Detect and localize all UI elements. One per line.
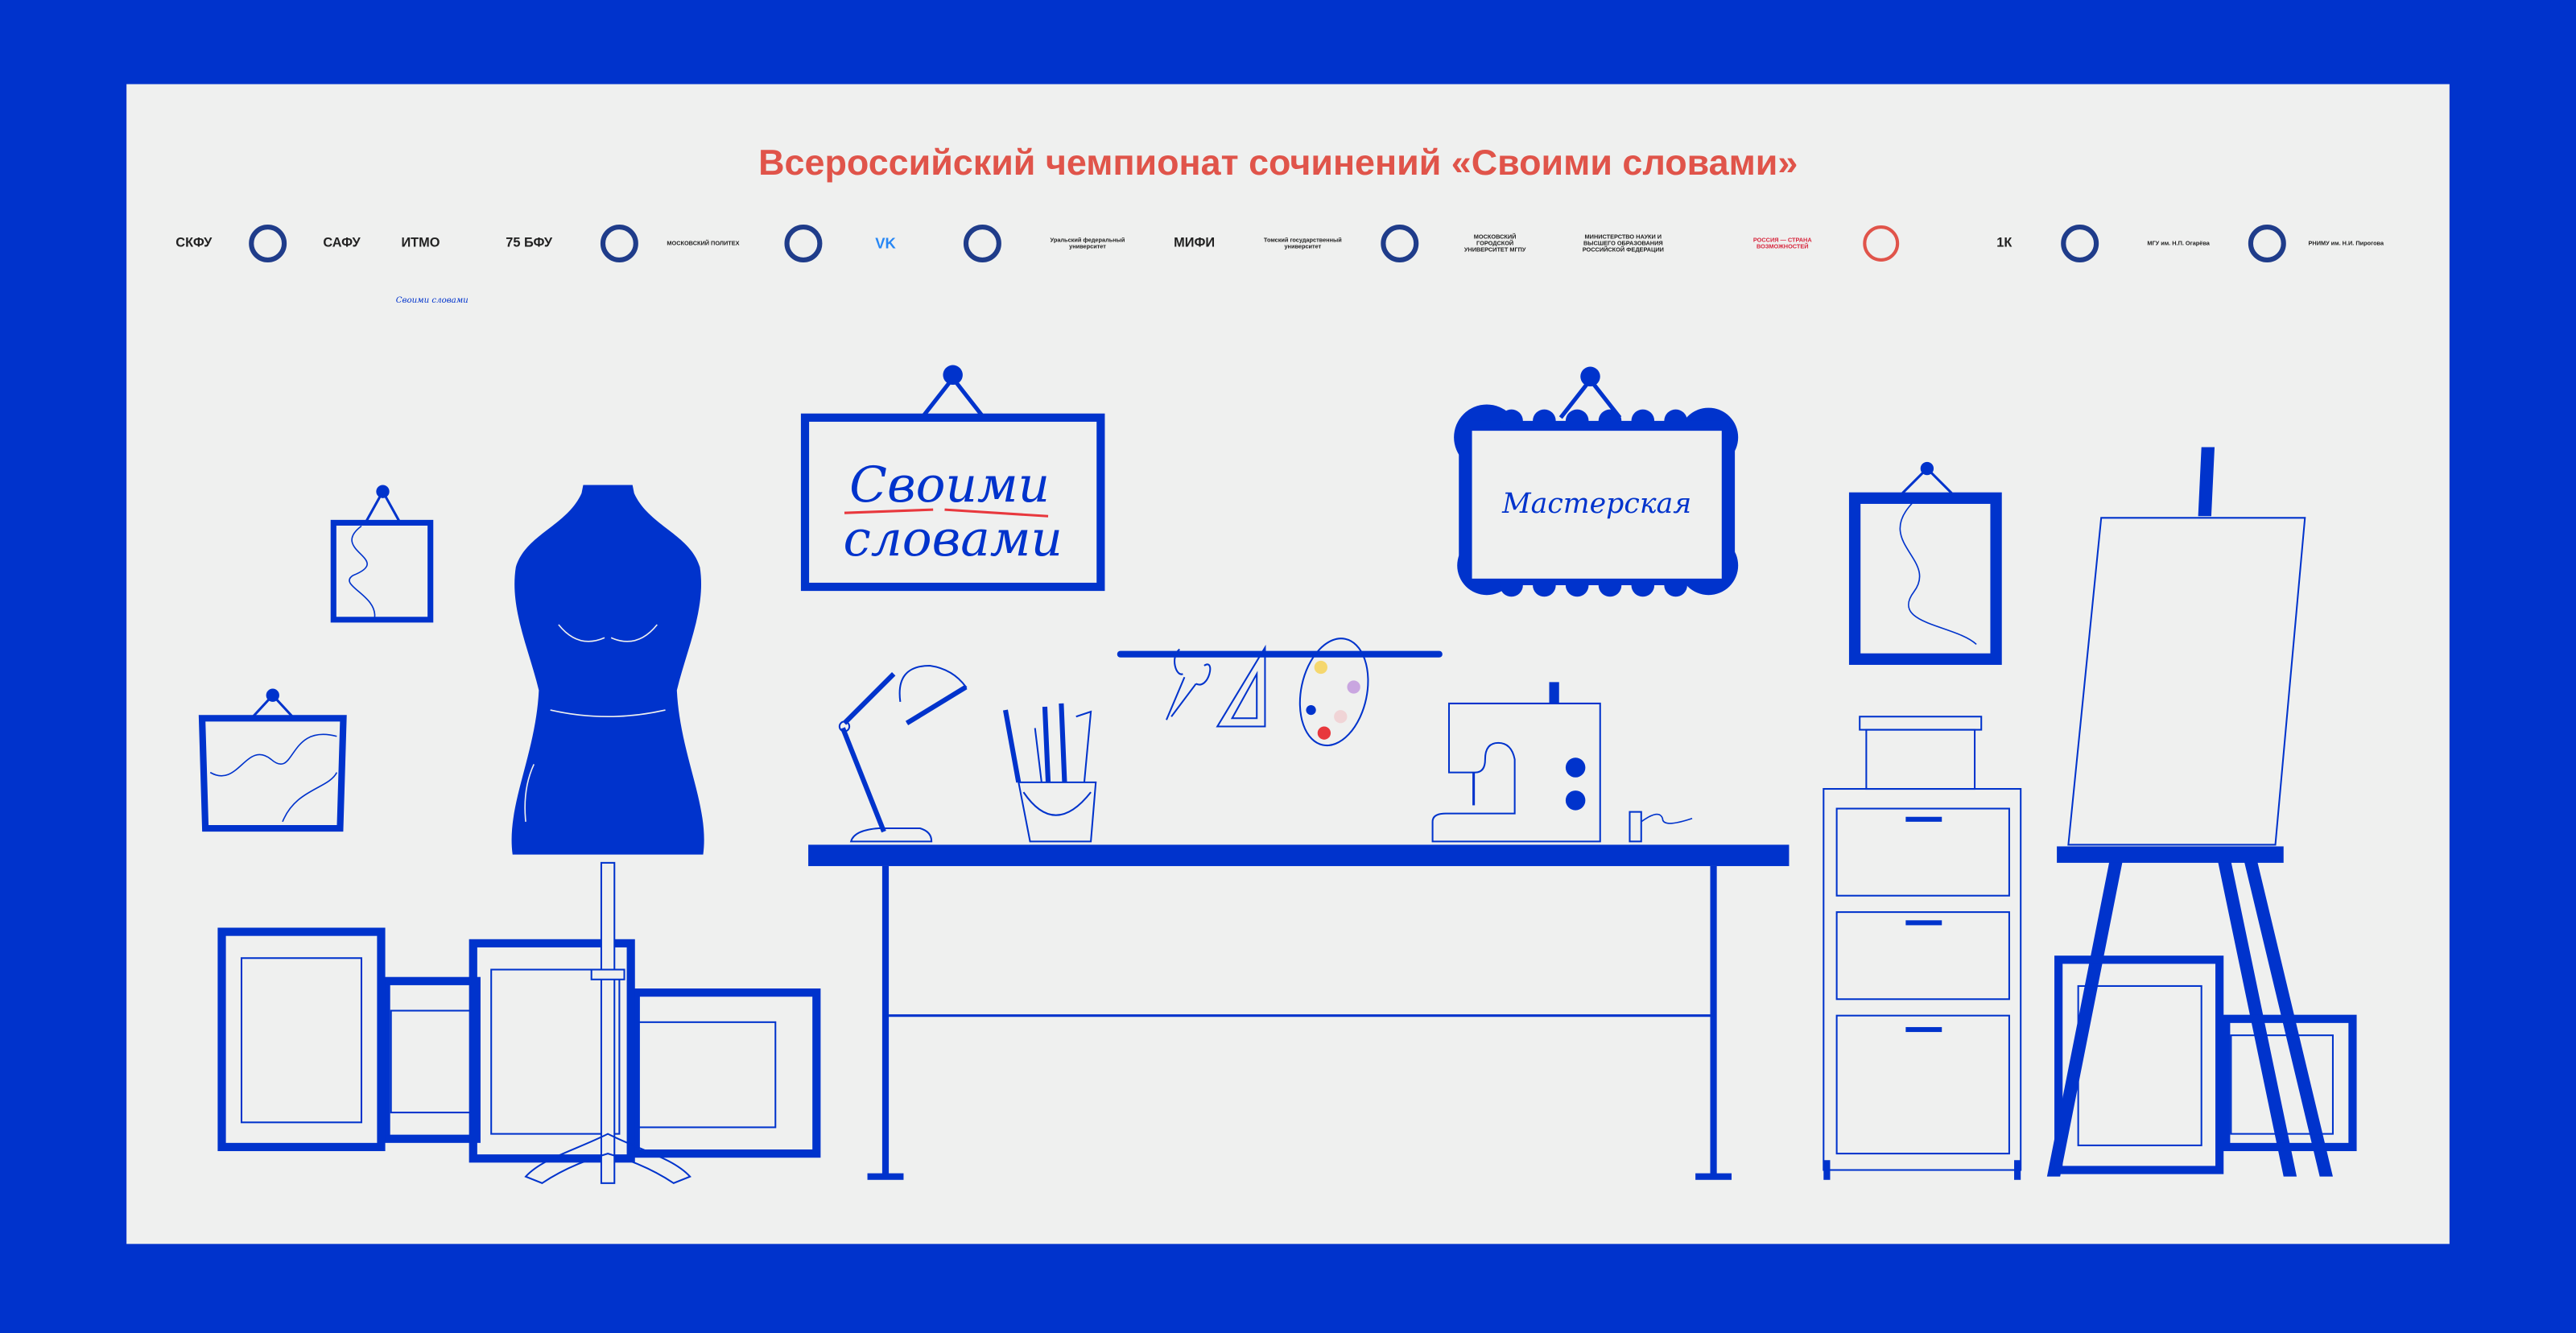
filing-cabinet (1823, 716, 2022, 1180)
circle-emblem-icon (600, 225, 638, 262)
partner-logo: 75 БФУ (506, 236, 552, 251)
partner-logo-text: СКФУ (175, 236, 213, 251)
partner-logo (963, 225, 1001, 262)
partner-logo-text: Уральский федеральный университет (1050, 237, 1125, 250)
partner-logo: РНИМУ им. Н.И. Пирогова (2308, 240, 2384, 247)
partner-logo: РОССИЯ — СТРАНА ВОЗМОЖНОСТЕЙ (1752, 237, 1812, 250)
partner-logo: МГУ им. Н.П. Огарёва (2147, 240, 2210, 247)
partner-logo (600, 225, 638, 262)
partner-logo: МОСКОВСКИЙ ПОЛИТЕХ (667, 240, 740, 247)
sign-text-line2: словами (843, 510, 1062, 567)
partner-logo-text: 75 БФУ (506, 236, 552, 251)
stacked-frames-right (2054, 955, 2357, 1174)
small-logo-svoimi-slovami: Своими словами (396, 296, 469, 305)
red-dots-emblem-icon (1863, 225, 1900, 262)
easel (2046, 447, 2333, 1177)
partner-logo-text: МИФИ (1174, 236, 1216, 251)
tool-rod (1117, 638, 1443, 747)
partner-logo-text: 1К (1996, 236, 2013, 251)
work-table (808, 844, 1790, 1180)
page-title: Всероссийский чемпионат сочинений «Своим… (758, 142, 1798, 183)
frame-right (1848, 461, 2002, 665)
small-frame-1 (330, 485, 434, 623)
partner-logo: Уральский федеральный университет (1050, 237, 1125, 250)
building-emblem-icon (963, 225, 1001, 262)
partner-logo-text: VK (875, 234, 896, 252)
partner-logo (1381, 225, 1419, 262)
partner-logo-text: МГУ им. Н.П. Огарёва (2147, 240, 2210, 247)
hse-emblem-icon (1381, 225, 1419, 262)
partner-logo-text: МОСКОВСКИЙ ГОРОДСКОЙ УНИВЕРСИТЕТ МГПУ (1463, 233, 1526, 254)
partner-logo-text: САФУ (323, 236, 361, 251)
triangle-emblem-icon (2061, 225, 2099, 262)
partner-logo: САФУ (323, 236, 361, 251)
partner-logo (784, 225, 823, 262)
partner-logo (2061, 225, 2099, 262)
partner-logo-text: РНИМУ им. Н.И. Пирогова (2308, 240, 2384, 247)
partner-logo-text: МИНИСТЕРСТВО НАУКИ И ВЫСШЕГО ОБРАЗОВАНИЯ… (1582, 233, 1664, 254)
partner-logo-text: РОССИЯ — СТРАНА ВОЗМОЖНОСТЕЙ (1752, 237, 1812, 250)
desk-lamp (838, 664, 968, 843)
partner-logo (2248, 225, 2286, 262)
partner-logo: МИНИСТЕРСТВО НАУКИ И ВЫСШЕГО ОБРАЗОВАНИЯ… (1582, 233, 1664, 254)
small-frame-2 (198, 688, 347, 832)
mannequin (511, 485, 704, 1184)
partner-logo (1863, 225, 1900, 262)
partner-logo: VK (875, 234, 896, 252)
partner-logo (249, 225, 287, 262)
partner-logo: СКФУ (175, 236, 213, 251)
sewing-machine (1431, 682, 1693, 843)
2022-emblem-icon (784, 225, 823, 262)
round-emblem-icon (2248, 225, 2286, 262)
globe-emblem-icon (249, 225, 287, 262)
stacked-frames-left (217, 927, 821, 1163)
partner-logo-text: Томский государственный университет (1263, 237, 1342, 250)
partner-logo: ИТМО (401, 236, 440, 251)
sign-masterskaya: Мастерская (1454, 366, 1739, 597)
sign-text-line1: Своими (849, 456, 1050, 514)
partner-logo: 1К (1996, 236, 2013, 251)
partner-logo: МИФИ (1174, 236, 1216, 251)
pencil-cup (1002, 703, 1097, 843)
sign-text-workshop: Мастерская (1501, 488, 1691, 520)
partner-logo: МОСКОВСКИЙ ГОРОДСКОЙ УНИВЕРСИТЕТ МГПУ (1463, 233, 1526, 254)
partner-logos: СКФУ САФУ ИТМО 75 БФУ МОСКОВСКИЙ ПОЛИТЕХ VK Ур… (175, 225, 2384, 262)
partner-logo-text: ИТМО (401, 236, 440, 251)
sign-svoimi-slovami: Своими словами (800, 365, 1105, 592)
partner-logo: Томский государственный университет (1263, 237, 1342, 250)
partner-logo-text: МОСКОВСКИЙ ПОЛИТЕХ (667, 240, 740, 247)
